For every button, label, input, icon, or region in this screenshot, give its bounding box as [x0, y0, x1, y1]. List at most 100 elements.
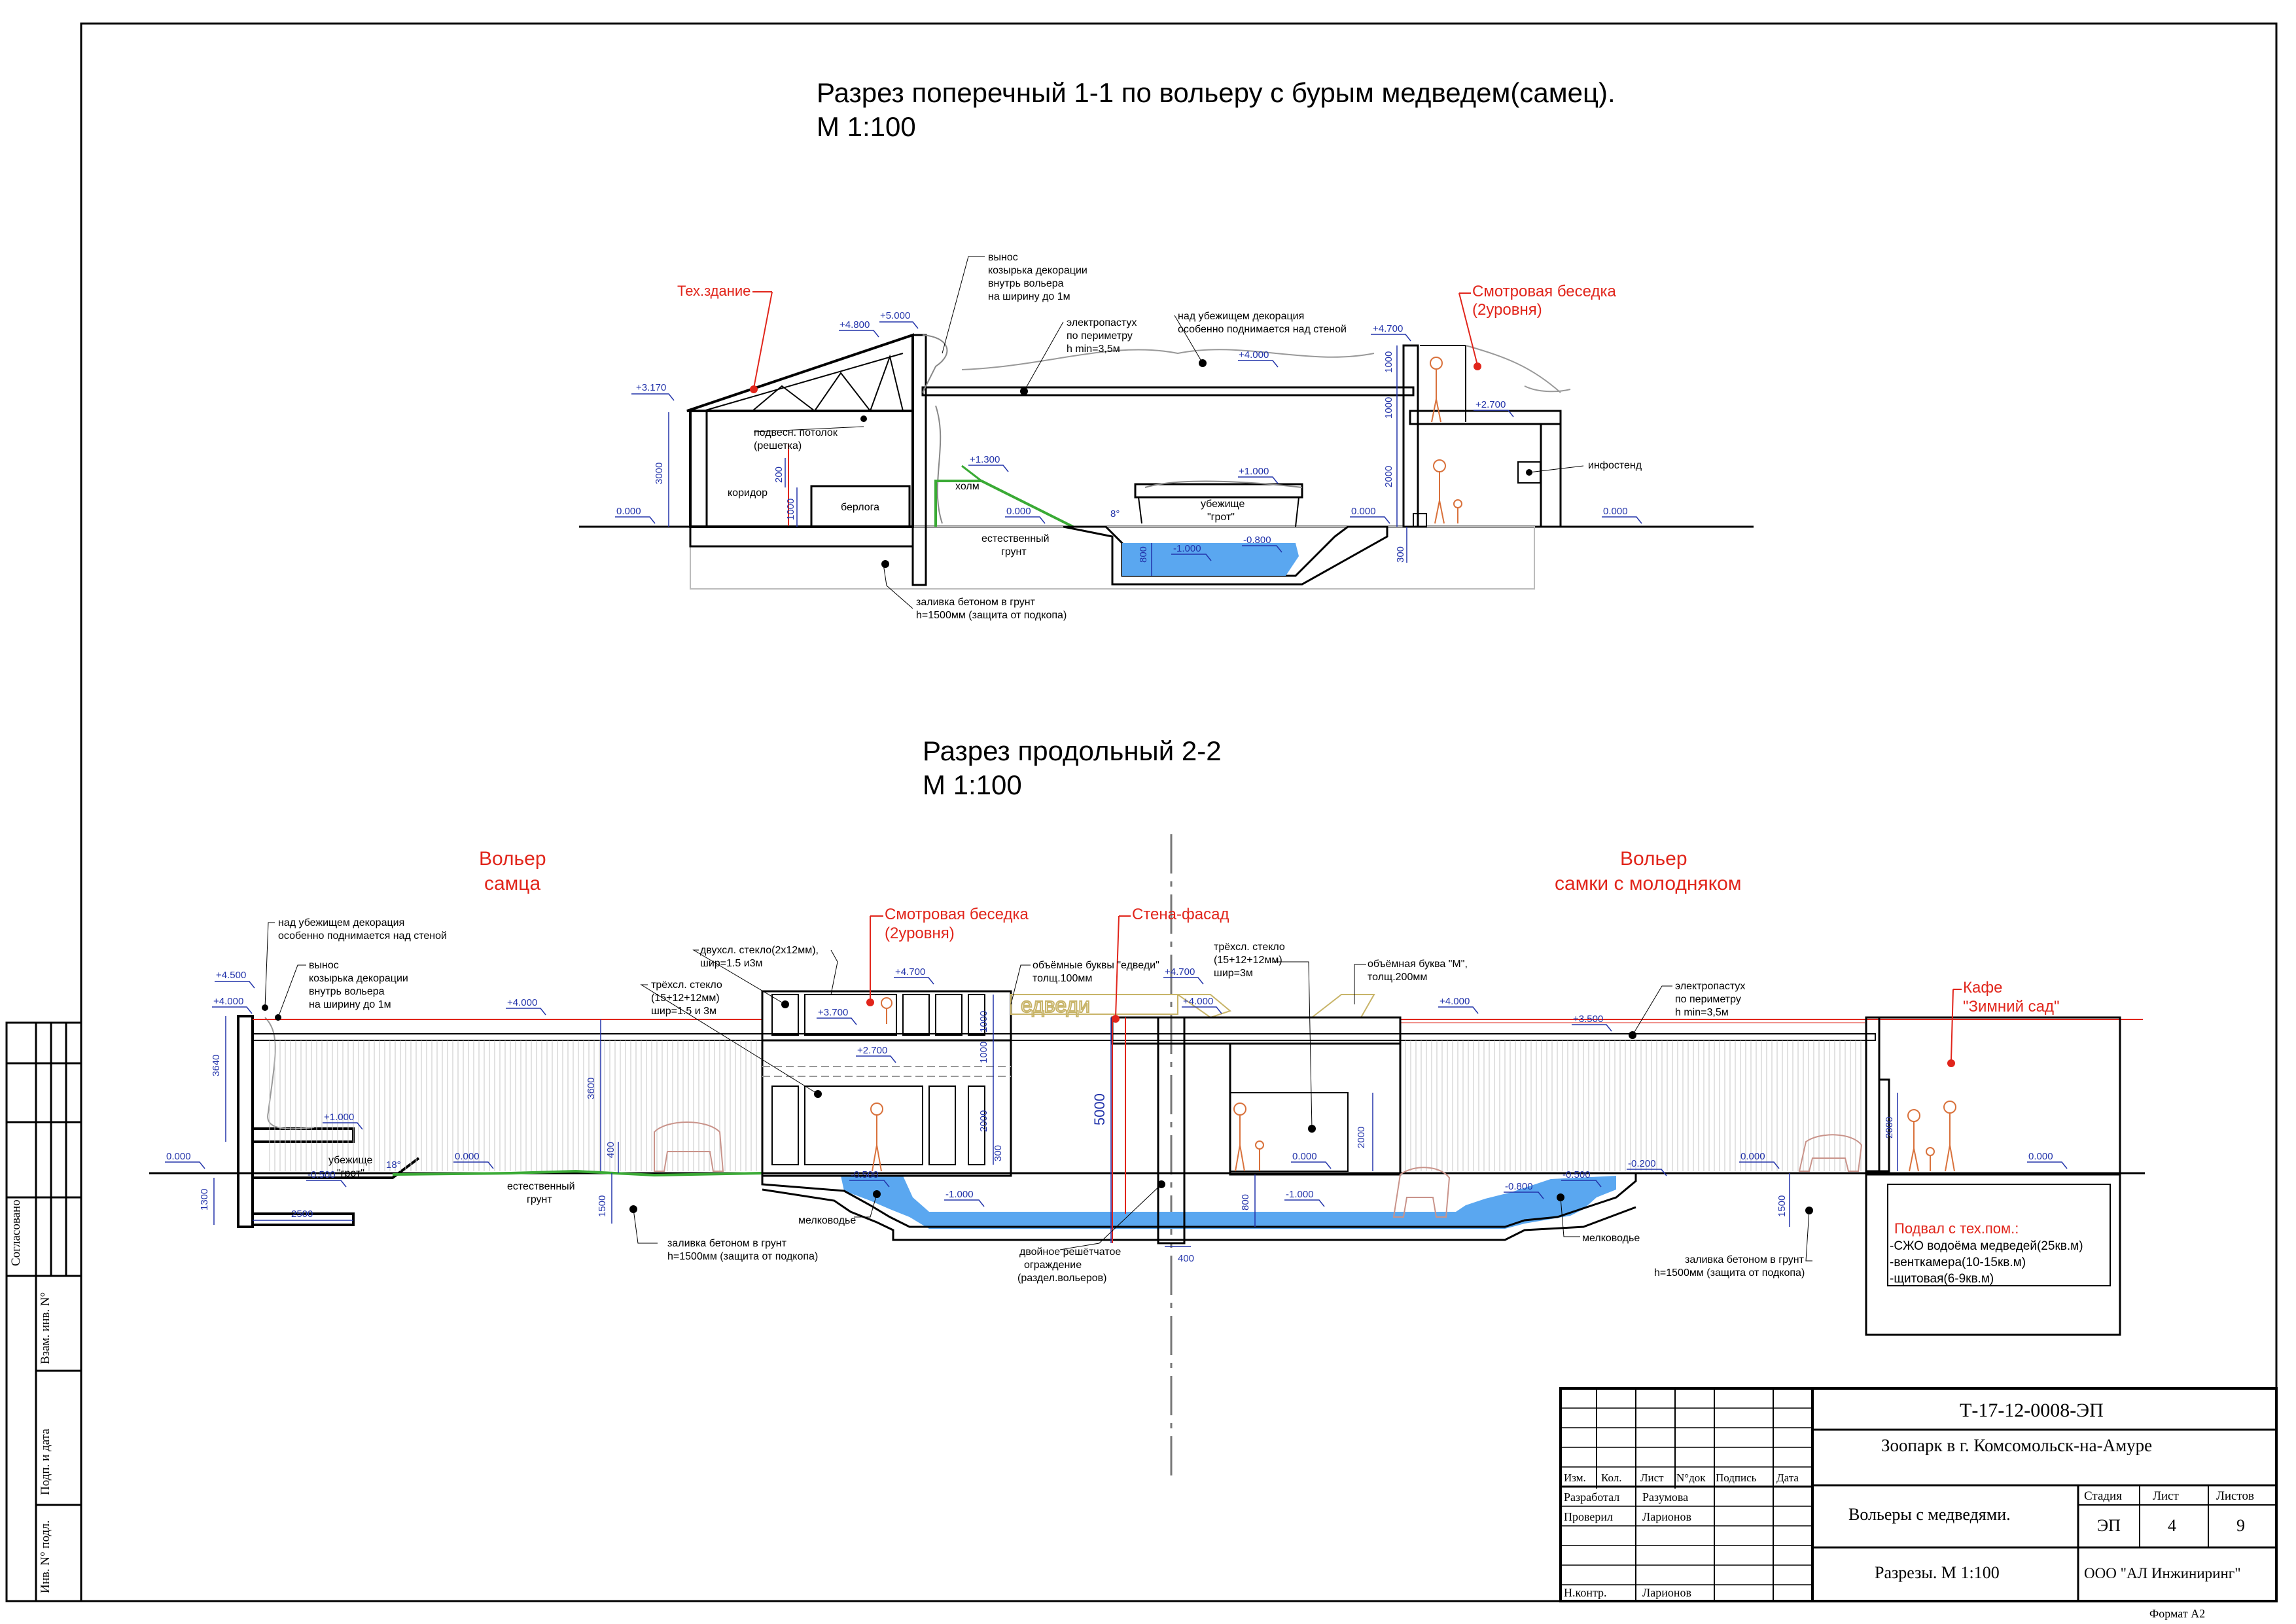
- basement-item: -СЖО водоёма медведей(25кв.м): [1890, 1239, 2083, 1253]
- refuge-label: "грот": [1207, 512, 1235, 523]
- dim-label: 3000: [654, 463, 665, 484]
- dim-label: -1.000: [945, 1189, 974, 1200]
- dim-label: +2.700: [857, 1045, 887, 1056]
- dim-label: +1.000: [1239, 466, 1269, 477]
- dim-label: +4.800: [839, 319, 870, 330]
- section2-title: Разрез продольный 2-2: [923, 735, 1222, 766]
- dim-label: 1000: [978, 1042, 989, 1063]
- stage-label: Стадия: [2084, 1489, 2122, 1503]
- decor-out-note: козырька декорации: [309, 973, 408, 984]
- infostand: [1517, 461, 1541, 484]
- observation-pavilion-s2: [761, 990, 1012, 1177]
- hill-label: холм: [955, 481, 980, 492]
- glass-note: шир=1.5 и3м: [700, 958, 763, 969]
- dim-label: -0.500: [308, 1169, 336, 1180]
- dim-label: +2.700: [1475, 399, 1506, 410]
- infostand-label: инфостенд: [1588, 460, 1642, 471]
- decor-out-note: внутрь вольера: [988, 278, 1064, 289]
- dim-label: 5000: [1091, 1093, 1108, 1125]
- facade-label: Стена-фасад: [1132, 906, 1229, 923]
- dim-label: -0.200: [1628, 1158, 1656, 1169]
- observation-levels-s2: (2уровня): [885, 925, 955, 942]
- dim-label: 400: [1178, 1253, 1194, 1264]
- person-figure: [870, 997, 1956, 1172]
- glass-note: двухсл. стекло(2х12мм),: [700, 945, 819, 956]
- stamp-inv-replace: Взам. инв. N°: [39, 1292, 52, 1364]
- den-label: берлога: [841, 502, 879, 513]
- dim-label: 1000: [1383, 351, 1394, 373]
- decor-rise-note: над убежищем декорация: [1178, 311, 1304, 322]
- dim-label: +4.500: [216, 970, 246, 981]
- section-1-1: Разрез поперечный 1-1 по вольеру с бурым…: [579, 77, 1754, 621]
- fence-note: двойное решётчатое: [1019, 1246, 1121, 1258]
- glass-note: (15+12+12мм): [651, 993, 720, 1004]
- cafe-building: [1865, 1016, 2121, 1336]
- section1-dimensions: +3.170 +4.800 +5.000 +4.000 +4.700 +2.70…: [616, 310, 1628, 563]
- dim-label: +3.500: [1573, 1014, 1603, 1025]
- section1-title: Разрез поперечный 1-1 по вольеру с бурым…: [817, 77, 1616, 108]
- sheet-label: Лист: [2153, 1489, 2179, 1503]
- tech-building-label: Тех.здание: [677, 283, 751, 299]
- sheets-label: Листов: [2216, 1489, 2254, 1503]
- sign-letters: едведи: [1021, 993, 1090, 1017]
- observation-label-s1: Смотровая беседка: [1472, 283, 1617, 300]
- checked-name: Ларионов: [1642, 1510, 1691, 1523]
- dim-label: 2000: [978, 1110, 989, 1132]
- grass: [392, 1169, 763, 1177]
- decor-out-note: на ширину до 1м: [988, 291, 1070, 302]
- dim-label: 0.000: [1292, 1151, 1317, 1162]
- dim-label: 300: [1395, 546, 1406, 563]
- dim-label: +4.000: [1183, 996, 1213, 1007]
- decor-out-note: вынос: [309, 960, 339, 971]
- col-kol: Кол.: [1601, 1472, 1622, 1484]
- natural-ground-note: грунт: [527, 1194, 552, 1205]
- col-podpis: Подпись: [1716, 1472, 1757, 1484]
- doc-code: Т-17-12-0008-ЭП: [1960, 1400, 2104, 1421]
- dim-label: 0.000: [1740, 1151, 1765, 1162]
- concrete-note: заливка бетоном в грунт: [916, 597, 1036, 608]
- electric-note: по периметру: [1067, 330, 1133, 342]
- col-izm: Изм.: [1564, 1472, 1586, 1484]
- electric-note: h min=3,5м: [1675, 1007, 1729, 1018]
- basement-title: Подвал с тех.пом.:: [1894, 1220, 2019, 1237]
- col-ndok: N°док: [1676, 1472, 1706, 1484]
- enclosure-top-line: [252, 1033, 1876, 1041]
- dim-label: 0.000: [1351, 506, 1376, 517]
- dim-label: -0.500: [1563, 1169, 1591, 1180]
- electric-note: электропастух: [1067, 317, 1137, 328]
- dim-label: +4.700: [895, 966, 925, 978]
- electric-note: по периметру: [1675, 994, 1741, 1005]
- grotto: [1134, 483, 1303, 499]
- corridor-label: коридор: [728, 487, 768, 499]
- glass-note: трёхсл. стекло: [1214, 942, 1285, 953]
- sheet-value: 4: [2168, 1516, 2176, 1535]
- dim-label: 0.000: [1006, 506, 1031, 517]
- female-enclosure-label: Вольер: [1620, 848, 1687, 870]
- format-label: Формат А2: [2149, 1607, 2205, 1620]
- electric-note: h min=3,5м: [1067, 344, 1120, 355]
- concrete-note: h=1500мм (защита от подкопа): [667, 1251, 818, 1262]
- col-list: Лист: [1640, 1472, 1664, 1484]
- decor-out-note: козырька декорации: [988, 265, 1087, 276]
- shallow-label: мелководье: [1582, 1233, 1640, 1244]
- decor-out-note: внутрь вольера: [309, 986, 385, 997]
- male-enclosure-label: самца: [484, 873, 540, 894]
- fence-note: ограждение: [1024, 1260, 1082, 1271]
- tech-building: [686, 333, 927, 586]
- cafe-label: Кафе: [1963, 979, 2002, 997]
- dim-label: 2000: [1383, 466, 1394, 487]
- dim-label: 800: [1138, 546, 1149, 563]
- letter-m-volume: [1175, 994, 1232, 1019]
- dim-label: -1.000: [1173, 543, 1201, 554]
- dim-label: +3.700: [818, 1007, 848, 1018]
- natural-ground-note: естественный: [981, 533, 1050, 544]
- nkontr-name: Ларионов: [1642, 1586, 1691, 1599]
- ceiling-note: (решетка): [754, 440, 802, 451]
- stage-value: ЭП: [2097, 1516, 2121, 1535]
- refuge-label: убежище: [1201, 499, 1245, 510]
- side-stamp: [5, 1021, 82, 1602]
- person-figure: [1430, 357, 1462, 524]
- dim-label: +1.000: [324, 1112, 354, 1123]
- dim-label: 800: [1240, 1194, 1251, 1210]
- dim-label: +4.000: [507, 997, 537, 1008]
